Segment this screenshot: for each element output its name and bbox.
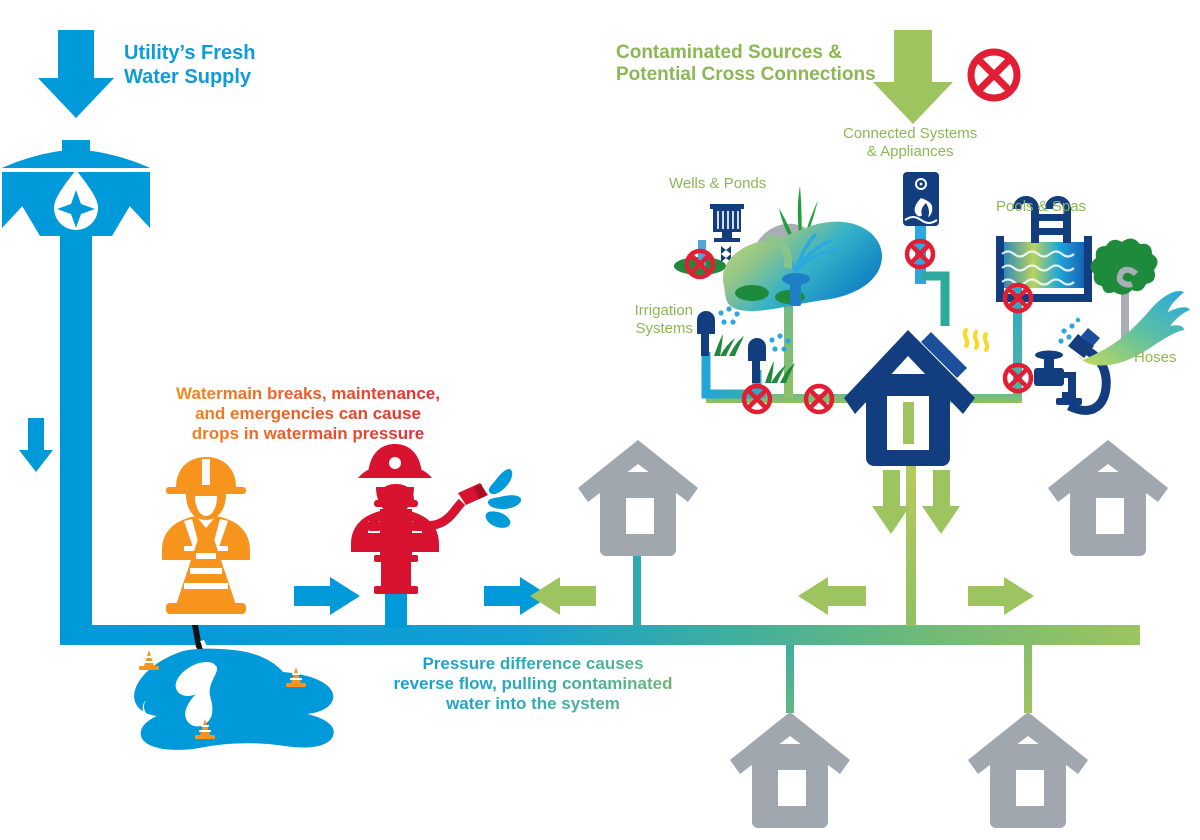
- valve-cross-icon: [684, 248, 716, 280]
- valve-cross-icon: [1002, 282, 1034, 314]
- pond-inflow: [764, 234, 793, 269]
- label-pressure-difference: Pressure difference causes reverse flow,…: [357, 654, 709, 714]
- valve-cross-icon: [1002, 362, 1034, 394]
- pool-icon: [996, 196, 1092, 302]
- pool-service-line: [1013, 246, 1022, 394]
- no-entry-cross-icon: [967, 48, 1021, 102]
- contaminated-trunk-line: [906, 396, 916, 626]
- label-irrigation-systems: Irrigation Systems: [634, 302, 693, 337]
- label-contaminated-sources: Contaminated Sources & Potential Cross C…: [616, 42, 876, 86]
- contamination-spread-arrow: [968, 577, 1034, 615]
- label-wells-ponds: Wells & Ponds: [669, 175, 767, 192]
- hydrant-water-spray: [485, 469, 522, 528]
- tree-icon: [1090, 238, 1158, 348]
- main-watermain-pipe: [60, 625, 1140, 645]
- traffic-cone-icon: [166, 539, 246, 614]
- label-utility-supply: Utility’s Fresh Water Supply: [124, 42, 256, 88]
- solar-panel-icon: [921, 332, 967, 378]
- house-service-line: [633, 556, 641, 626]
- hose-bib-faucet-icon: [1034, 350, 1082, 405]
- hose-spray-nozzle: [1068, 328, 1100, 358]
- water-meter-icon: [2, 140, 150, 312]
- label-connected-systems: Connected Systems & Appliances: [843, 125, 978, 160]
- house-service-line: [786, 645, 794, 713]
- valve-cross-icon: [741, 383, 773, 415]
- sprinkler-icon: [697, 311, 715, 356]
- traffic-cone-icon: [286, 667, 306, 687]
- house-icon-gray: [578, 440, 698, 556]
- house-icon-gray: [1048, 440, 1168, 556]
- label-watermain-break: Watermain breaks, maintenance, and emerg…: [150, 384, 466, 444]
- hose-water-spray-pool: [1078, 290, 1190, 366]
- house-icon-navy: [844, 330, 975, 466]
- house-icon-gray: [730, 712, 850, 828]
- supply-down-arrow: [38, 30, 114, 118]
- valve-cross-icon: [904, 238, 936, 270]
- label-hoses: Hoses: [1134, 349, 1177, 366]
- supply-riser-pipe: [60, 290, 92, 640]
- construction-worker-icon: [162, 457, 250, 560]
- pond-service-line: [784, 300, 793, 398]
- fire-hydrant-icon: [367, 484, 425, 594]
- pond-fountain: [774, 232, 837, 306]
- traffic-cone-icon: [195, 719, 215, 739]
- house-service-line: [1024, 645, 1032, 713]
- heat-waves-icon: [962, 328, 990, 352]
- grass-tuft: [765, 361, 795, 383]
- grass-tuft: [714, 334, 744, 356]
- water-heater-icon: [903, 172, 939, 226]
- forward-flow-arrow-1: [294, 577, 360, 615]
- valve-cross-icon: [803, 383, 835, 415]
- sprinkler-icon: [748, 338, 766, 383]
- hose-nozzle: [458, 483, 488, 505]
- reverse-flow-arrow-2: [798, 577, 866, 615]
- well-pump-icon: [710, 204, 744, 262]
- reverse-flow-arrow-1: [530, 577, 596, 615]
- contamination-down-arrow-1: [872, 470, 910, 534]
- contaminated-sources-down-arrow: [873, 30, 953, 124]
- label-pools-spas: Pools & Spas: [996, 198, 1087, 215]
- house-icon-gray: [968, 712, 1088, 828]
- supply-main-down-arrow: [19, 418, 53, 472]
- traffic-cone-icon: [139, 650, 159, 670]
- water-spill-icon: [134, 648, 341, 750]
- fire-hose: [418, 498, 466, 531]
- water-heater-return-line: [921, 271, 950, 326]
- sprinkler-spray: [718, 303, 744, 325]
- hose-spray-droplets: [1058, 317, 1081, 344]
- sprinkler-spray: [769, 333, 791, 352]
- forward-flow-arrow-2: [484, 577, 550, 615]
- contamination-down-arrow-2: [922, 470, 960, 534]
- hydrant-riser-pipe: [385, 594, 407, 628]
